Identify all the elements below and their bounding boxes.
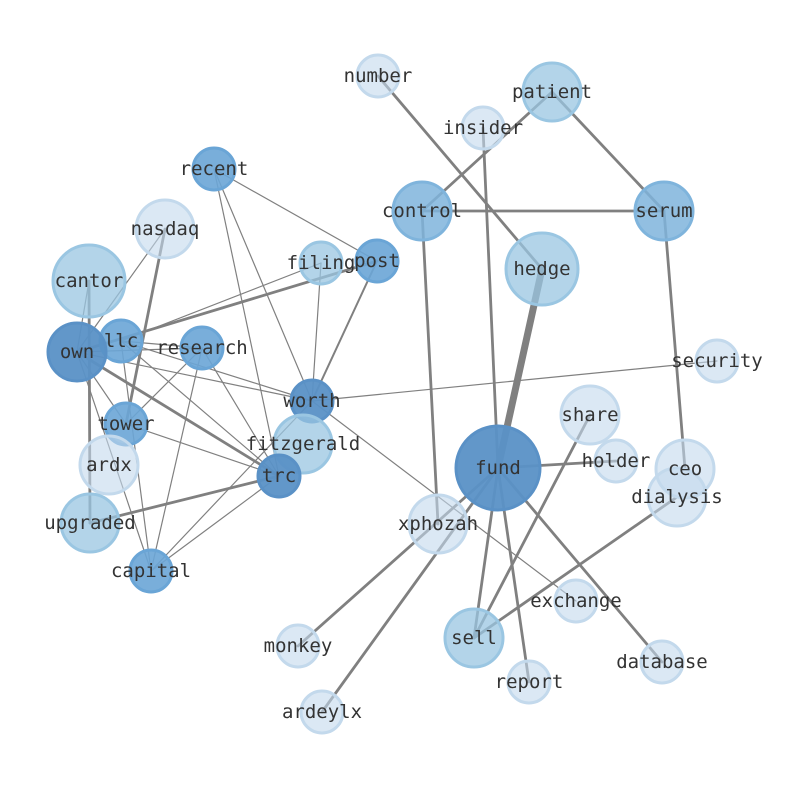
- edge-filing-worth: [311, 262, 322, 402]
- edge-upgraded-trc: [88, 474, 281, 525]
- node-monkey[interactable]: [275, 623, 321, 669]
- node-patient[interactable]: [521, 61, 583, 123]
- node-security[interactable]: [694, 338, 740, 384]
- edge-fund-monkey: [296, 466, 500, 648]
- edge-control-xphozah: [420, 209, 440, 526]
- node-label-patient: patient: [512, 81, 592, 103]
- edge-dialysis-sell: [472, 495, 679, 640]
- edge-worth-security: [311, 360, 718, 402]
- node-report[interactable]: [506, 659, 552, 705]
- node-label-nasdaq: nasdaq: [131, 218, 200, 240]
- node-capital[interactable]: [128, 548, 174, 594]
- edge-share-sell: [472, 413, 592, 640]
- node-label-share: share: [561, 404, 618, 426]
- node-label-recent: recent: [180, 158, 249, 180]
- node-label-own: own: [60, 341, 94, 363]
- node-label-security: security: [671, 350, 763, 372]
- edge-fund-ardeylx: [320, 466, 500, 714]
- node-filing[interactable]: [298, 240, 344, 286]
- node-label-ceo: ceo: [668, 458, 702, 480]
- nodes-layer: [46, 53, 740, 735]
- node-trc[interactable]: [256, 453, 302, 499]
- node-database[interactable]: [639, 639, 685, 685]
- node-holder[interactable]: [593, 438, 639, 484]
- node-serum[interactable]: [633, 180, 695, 242]
- node-recent[interactable]: [191, 146, 237, 192]
- node-ardx[interactable]: [78, 434, 140, 496]
- node-exchange[interactable]: [553, 578, 599, 624]
- edge-insider-fund: [481, 126, 500, 470]
- edge-research-capital: [150, 347, 203, 572]
- node-label-trc: trc: [262, 465, 296, 487]
- node-label-post: post: [354, 250, 400, 272]
- node-label-ardeylx: ardeylx: [282, 701, 362, 723]
- edges-layer: [75, 74, 718, 714]
- node-dialysis[interactable]: [646, 466, 708, 528]
- edge-recent-trc: [213, 168, 280, 477]
- node-label-cantor: cantor: [55, 270, 124, 292]
- edge-trc-capital: [150, 475, 280, 572]
- node-label-research: research: [156, 337, 248, 359]
- node-label-exchange: exchange: [530, 590, 622, 612]
- edge-tower-trc: [125, 423, 280, 477]
- node-label-worth: worth: [283, 390, 340, 412]
- edge-recent-post: [213, 168, 378, 262]
- node-upgraded[interactable]: [59, 492, 121, 554]
- node-label-insider: insider: [443, 117, 523, 139]
- node-control[interactable]: [391, 180, 453, 242]
- node-label-monkey: monkey: [264, 635, 333, 657]
- node-xphozah[interactable]: [407, 493, 469, 555]
- node-label-upgraded: upgraded: [44, 512, 136, 534]
- edge-post-worth: [311, 260, 378, 402]
- node-label-hedge: hedge: [513, 258, 570, 280]
- node-cantor[interactable]: [51, 243, 127, 319]
- node-sell[interactable]: [443, 607, 505, 669]
- node-label-report: report: [495, 671, 564, 693]
- node-label-filing: filing: [287, 252, 356, 274]
- node-label-dialysis: dialysis: [631, 486, 723, 508]
- node-number[interactable]: [355, 53, 401, 99]
- node-ardeylx[interactable]: [299, 689, 345, 735]
- node-label-tower: tower: [97, 413, 154, 435]
- node-label-capital: capital: [111, 560, 191, 582]
- node-own[interactable]: [46, 321, 108, 383]
- node-label-database: database: [616, 651, 708, 673]
- node-label-number: number: [344, 65, 413, 87]
- node-share[interactable]: [559, 384, 621, 446]
- node-label-holder: holder: [582, 450, 651, 472]
- edge-nasdaq-tower: [124, 227, 167, 426]
- node-label-control: control: [382, 200, 462, 222]
- edge-filing-llc: [120, 262, 322, 342]
- node-research[interactable]: [179, 325, 225, 371]
- edge-llc-trc: [120, 340, 280, 477]
- node-fund[interactable]: [454, 424, 542, 512]
- node-label-fitzgerald: fitzgerald: [246, 433, 360, 455]
- edge-number-hedge: [376, 74, 544, 271]
- node-hedge[interactable]: [504, 231, 580, 307]
- node-insider[interactable]: [460, 105, 506, 151]
- node-label-fund: fund: [475, 457, 521, 479]
- node-label-llc: llc: [104, 330, 138, 352]
- labels-layer: number patient insider recent control serum na…: [44, 65, 763, 723]
- node-post[interactable]: [354, 238, 400, 284]
- node-label-xphozah: xphozah: [398, 513, 478, 535]
- node-label-serum: serum: [635, 200, 692, 222]
- edge-own-trc: [75, 350, 281, 478]
- node-label-ardx: ardx: [86, 454, 132, 476]
- edge-research-trc: [201, 347, 280, 477]
- edge-serum-ceo: [662, 209, 687, 471]
- node-nasdaq[interactable]: [134, 198, 196, 260]
- node-label-sell: sell: [451, 627, 497, 649]
